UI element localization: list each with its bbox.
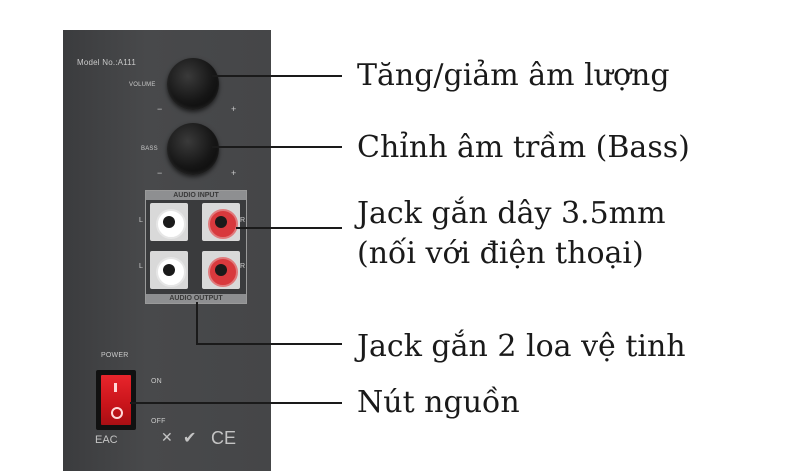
volume-knob[interactable] — [167, 58, 219, 110]
label-bass: Chỉnh âm trầm (Bass) — [357, 130, 690, 165]
bass-knob[interactable] — [167, 123, 219, 175]
audio-input-right-jack[interactable] — [202, 203, 240, 241]
label-jack-input-line1: Jack gắn dây 3.5mm — [357, 196, 666, 231]
input-left-mark: L — [139, 217, 144, 224]
check-mark-icon: ✔ — [183, 428, 197, 447]
model-number: Model No.:A111 — [77, 58, 136, 67]
output-right-mark: R — [240, 263, 246, 270]
audio-input-left-jack[interactable] — [150, 203, 188, 241]
eac-mark: EAC — [95, 434, 118, 446]
rocker-switch-icon — [101, 375, 131, 425]
leader-output — [196, 343, 342, 345]
power-label: POWER — [101, 352, 129, 359]
off-label: OFF — [151, 418, 166, 425]
input-right-mark: R — [240, 217, 246, 224]
audio-output-left-jack[interactable] — [150, 251, 188, 289]
audio-output-right-jack[interactable] — [202, 251, 240, 289]
leader-bass — [212, 146, 342, 148]
leader-input — [236, 227, 342, 229]
audio-output-band: AUDIO OUTPUT — [146, 294, 246, 303]
label-power: Nút nguồn — [357, 385, 520, 420]
bass-label: BASS — [141, 146, 158, 152]
on-label: ON — [151, 378, 162, 385]
crossed-bin-icon: ✕ — [161, 430, 173, 446]
audio-input-band: AUDIO INPUT — [146, 191, 246, 200]
leader-volume — [212, 75, 342, 77]
leader-power — [130, 402, 342, 404]
volume-plus: + — [231, 104, 237, 114]
speaker-back-panel: Model No.:A111 VOLUME − + BASS − + AUDIO… — [63, 30, 271, 471]
label-jack-input-line2: (nối với điện thoại) — [357, 236, 644, 271]
leader-output-vertical — [196, 302, 198, 345]
bass-plus: + — [231, 168, 237, 178]
volume-label: VOLUME — [129, 82, 156, 88]
volume-minus: − — [157, 104, 163, 114]
bass-minus: − — [157, 168, 163, 178]
output-left-mark: L — [139, 263, 144, 270]
label-volume: Tăng/giảm âm lượng — [357, 58, 670, 93]
ce-mark: CE — [211, 428, 237, 448]
audio-jack-panel: AUDIO INPUT AUDIO OUTPUT L R L R — [139, 190, 247, 304]
power-switch[interactable] — [96, 370, 136, 430]
label-jack-output: Jack gắn 2 loa vệ tinh — [357, 329, 686, 364]
